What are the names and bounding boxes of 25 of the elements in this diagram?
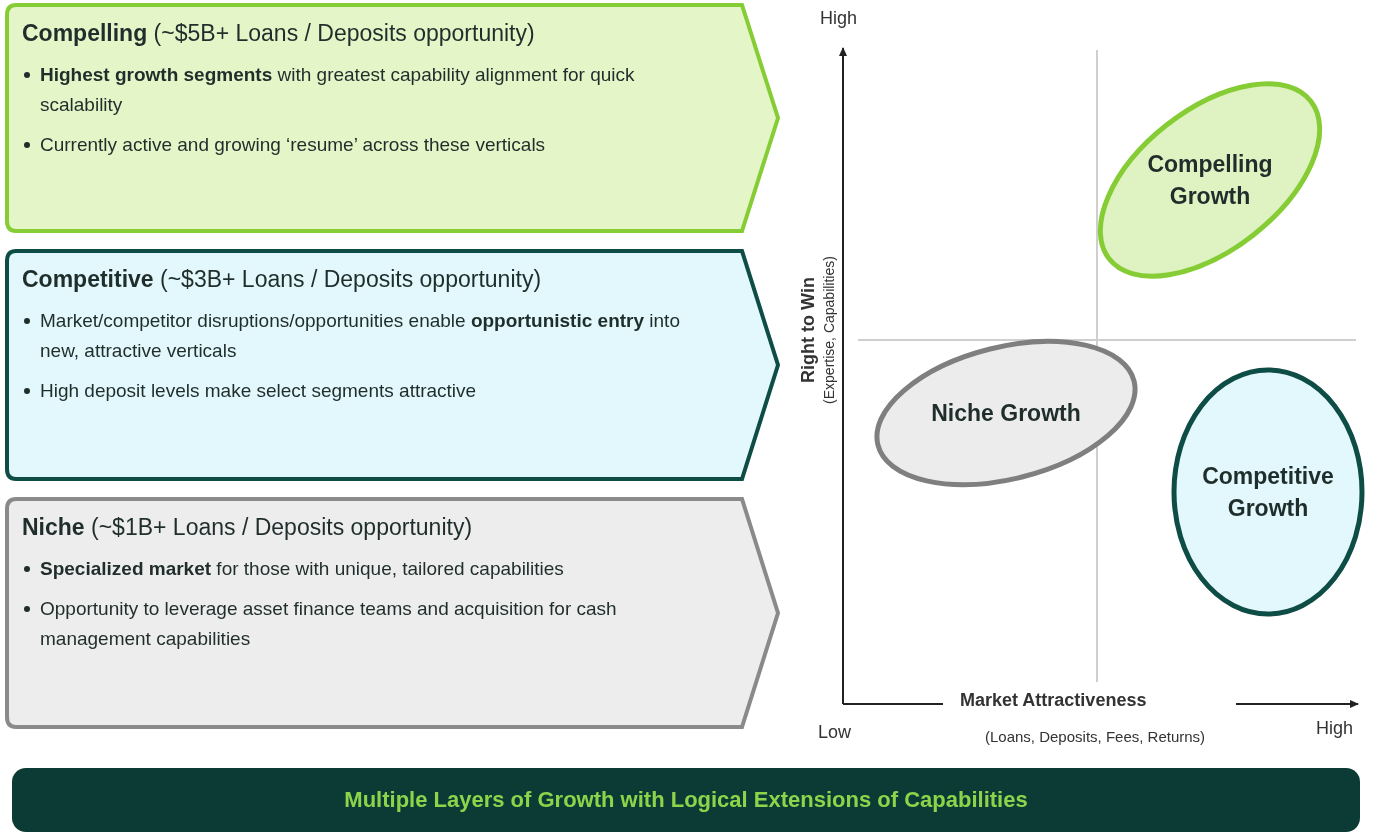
axis-label: High [1316, 718, 1354, 739]
bullet-text: Currently active and growing ‘resume’ across these verticals [40, 133, 546, 158]
axis-label: High [820, 8, 858, 29]
bullet-text: Opportunity to leverage asset finance teams and acquisition for cash management capabilities [40, 597, 618, 652]
bullet-text: Highest growth segments with greatest capability alignment for quick scalability [40, 62, 636, 117]
panel-heading: Competitive (~$3B+ Loans / Deposits opportunity) [22, 266, 543, 294]
axis-label: Low [818, 722, 852, 743]
axis-label: Market Attractiveness [960, 690, 1147, 711]
bullet-text: High deposit levels make select segments attractive [40, 379, 477, 404]
bullet-text: Specialized market for those with unique, tailored capabilities [40, 556, 564, 581]
quadrant-ellipse [872, 340, 1140, 486]
chevron-panel [6, 4, 780, 232]
bullet-text: Market/competitor disruptions/opportunities enable opportunistic entry into new, attractive verticals [40, 308, 681, 363]
banner [12, 768, 1360, 832]
banner-text: Multiple Layers of Growth with Logical Extensions of Capabilities [344, 787, 1028, 813]
axis-label: Right to Win [797, 277, 819, 383]
ellipse-label: Competitive Growth [1201, 461, 1335, 523]
ellipse-label: Niche Growth [931, 398, 1081, 428]
axis-label: (Expertise, Capabilities) [821, 256, 837, 404]
chevron-panel [6, 498, 780, 728]
panel-heading: Compelling (~$5B+ Loans / Deposits opportunity) [22, 20, 536, 48]
quadrant-ellipse [1170, 366, 1366, 618]
axis-label: (Loans, Deposits, Fees, Returns) [985, 728, 1206, 745]
chevron-panel [6, 250, 780, 480]
panel-heading: Niche (~$1B+ Loans / Deposits opportunity) [22, 514, 474, 542]
